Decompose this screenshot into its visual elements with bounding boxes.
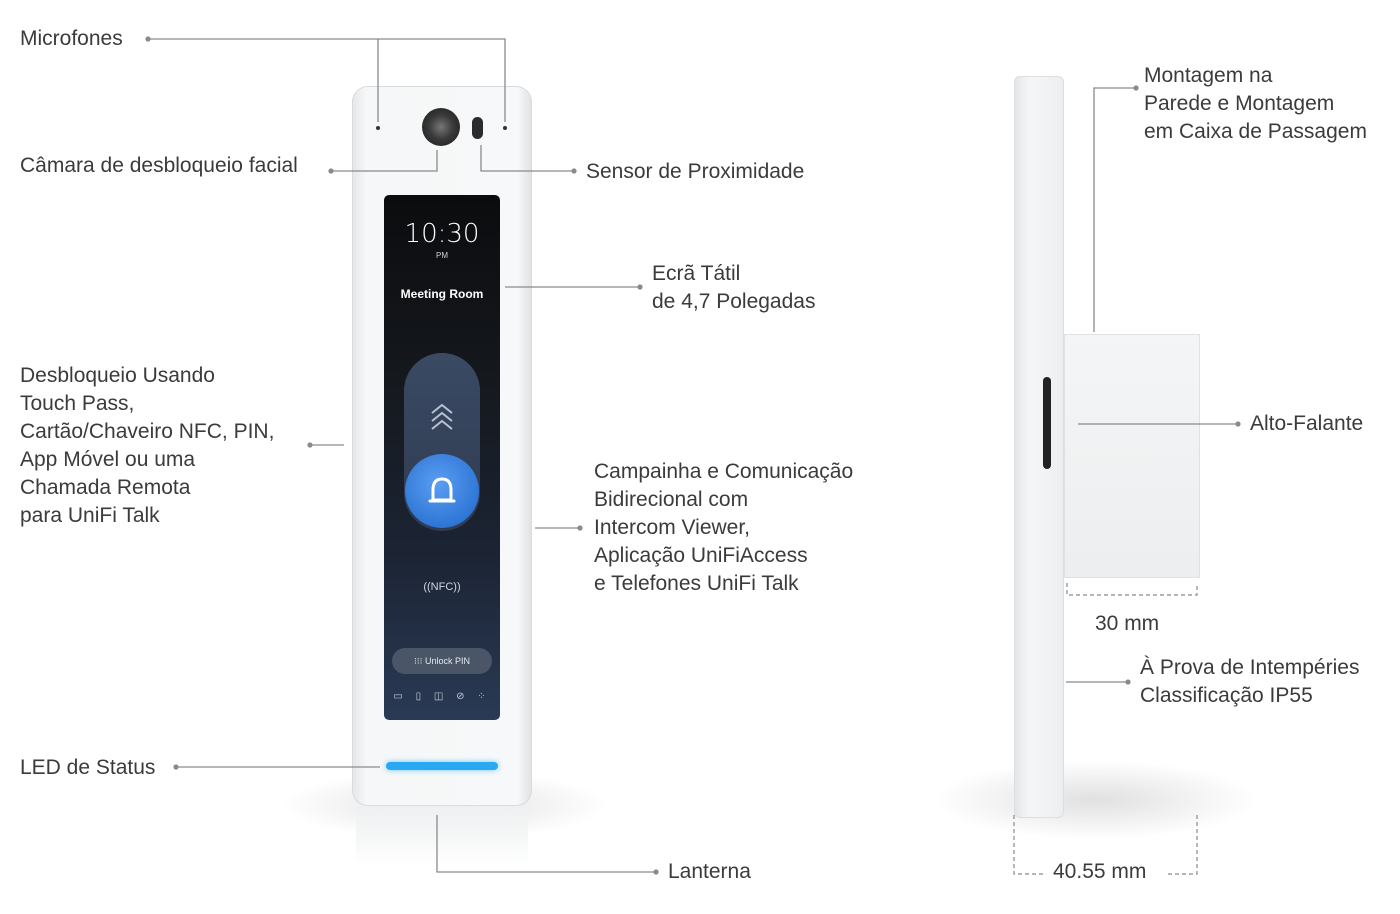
screen-ampm: PM [436,251,448,260]
keypad-icon: ⁝⁝⁝ [413,656,426,666]
side-shadow [930,760,1260,840]
label-unlock-line: Desbloqueio Usando [20,364,215,387]
label-speaker: Alto-Falante [1250,412,1364,435]
bell-icon [428,477,456,503]
screen-room-name: Meeting Room [400,287,484,301]
touchscreen[interactable]: 10:30 PM Meeting Room ((NFC)) ⁝⁝⁝ Unlock… [384,195,500,720]
label-unlock-line: Touch Pass, [20,392,135,415]
device-base [356,806,528,866]
label-touchscreen: Ecrã Tátil de 4,7 Polegadas [652,260,815,316]
microphone-left-icon [376,126,380,130]
label-doorbell-line: e Telefones UniFi Talk [594,572,799,595]
label-depth-dimension: 30 mm [1095,612,1160,635]
label-face-camera: Câmara de desbloqueio facial [20,154,298,177]
label-unlock-line: para UniFi Talk [20,504,160,527]
mounting-box [1064,334,1200,578]
label-flashlight: Lanterna [668,860,751,883]
speaker-grille-icon [1043,377,1051,469]
method-icons: ▭ ▯ ◫ ⊘ ⁘ [393,691,491,702]
face-camera-icon [422,108,460,146]
label-proximity-sensor: Sensor de Proximidade [586,160,805,183]
unlock-pin-label: Unlock PIN [425,656,471,666]
status-led [386,762,498,770]
label-doorbell-line: Intercom Viewer, [594,516,751,539]
label-weatherproof: À Prova de Intempéries Classificação IP5… [1140,654,1359,710]
label-mounting-line: Parede e Montagem [1144,92,1335,115]
label-status-led: LED de Status [20,756,156,779]
label-unlock-line: Cartão/Chaveiro NFC, PIN, [20,420,275,443]
label-unlock-line: Chamada Remota [20,476,191,499]
unlock-pin-button[interactable]: ⁝⁝⁝ Unlock PIN [392,648,492,674]
label-mounting-line: Montagem na [1144,64,1273,87]
label-doorbell-line: Aplicação UniFiAccess [594,544,808,567]
screen-clock: 10:30 [404,219,480,249]
label-mounting-line: em Caixa de Passagem [1144,120,1367,143]
label-mounting: Montagem na Parede e Montagem em Caixa d… [1144,62,1367,146]
label-unlock-line: App Móvel ou uma [20,448,196,471]
side-device-body [1014,76,1064,818]
label-touchscreen-line2: de 4,7 Polegadas [652,290,816,313]
doorbell-button[interactable] [405,454,479,528]
chevrons-up-icon [431,403,453,430]
label-unlock-methods: Desbloqueio Usando Touch Pass, Cartão/Ch… [20,362,274,530]
proximity-sensor-icon [472,117,483,139]
label-microphones: Microfones [20,27,123,50]
nfc-indicator: ((NFC)) [423,581,461,593]
label-weatherproof-line: Classificação IP55 [1140,684,1313,707]
label-doorbell: Campainha e Comunicação Bidirecional com… [594,458,853,598]
label-width-dimension: 40.55 mm [1053,860,1147,883]
label-weatherproof-line: À Prova de Intempéries [1140,656,1360,679]
label-doorbell-line: Campainha e Comunicação [594,460,854,483]
microphone-right-icon [503,126,507,130]
label-doorbell-line: Bidirecional com [594,488,749,511]
label-touchscreen-line1: Ecrã Tátil [652,262,741,285]
